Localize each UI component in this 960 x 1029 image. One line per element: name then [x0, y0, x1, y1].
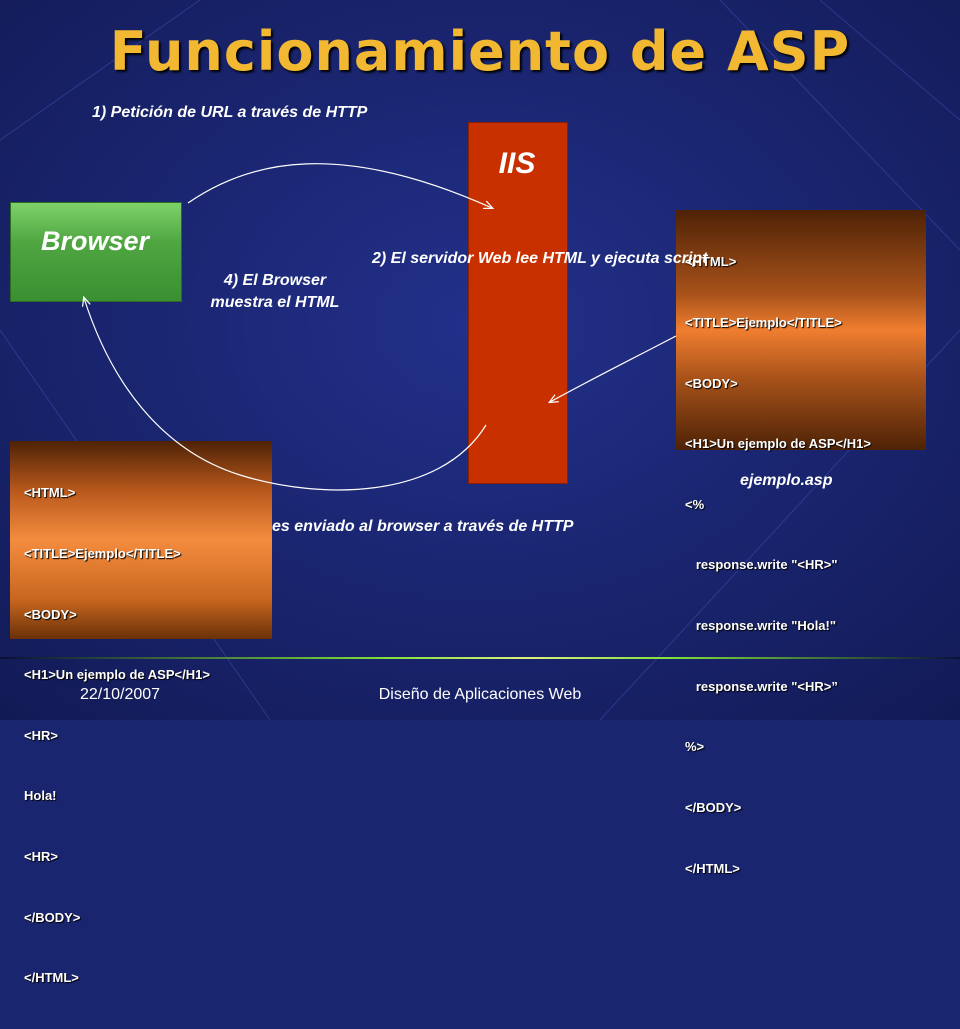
asp-source-box: <HTML> <TITLE>Ejemplo</TITLE> <BODY> <H1… — [676, 210, 926, 876]
asp-source-code: <HTML> <TITLE>Ejemplo</TITLE> <BODY> <H1… — [685, 212, 871, 919]
footer-divider — [0, 657, 960, 659]
code-line: </HTML> — [24, 970, 79, 986]
footer-course: Diseño de Aplicaciones Web — [378, 686, 582, 703]
code-line: <HR> — [24, 849, 58, 865]
code-line: <H1>Un ejemplo de ASP</H1> — [24, 667, 210, 683]
footer-date: 22/10/2007 — [80, 686, 161, 703]
code-line: <HR> — [24, 727, 58, 743]
browser-box — [10, 202, 182, 302]
step-4-line2: muestra el HTML — [210, 294, 340, 311]
code-line: <TITLE>Ejemplo</TITLE> — [24, 546, 181, 562]
code-line: </BODY> — [24, 909, 81, 925]
code-line: </BODY> — [685, 799, 742, 815]
code-line: response.write "Hola!" — [685, 618, 837, 634]
code-line: <BODY> — [24, 606, 77, 622]
code-line: %> — [685, 739, 705, 755]
step-1-label: 1) Petición de URL a través de HTTP — [92, 104, 368, 121]
step-4-line1: 4) El Browser — [223, 272, 327, 289]
request-arrow — [187, 163, 492, 208]
step-3-label: es enviado al browser a través de HTTP — [272, 518, 574, 535]
code-line: <BODY> — [685, 375, 738, 391]
code-line: <HTML> — [685, 254, 737, 270]
slide-title: Funcionamiento de ASP — [109, 20, 851, 83]
response-arrow — [84, 298, 487, 491]
code-line: <HTML> — [24, 485, 76, 501]
code-line: <H1>Un ejemplo de ASP</H1> — [685, 436, 871, 452]
step-4-label: 4) El Browser muestra el HTML — [185, 272, 365, 312]
code-line: response.write "<HR>” — [685, 678, 838, 694]
code-line: <TITLE>Ejemplo</TITLE> — [685, 315, 842, 331]
code-line: </HTML> — [685, 860, 740, 876]
execute-arrow — [550, 335, 677, 402]
iis-server-box — [468, 122, 568, 484]
flow-arrows — [0, 163, 677, 491]
step-2-label: 2) El servidor Web lee HTML y ejecuta sc… — [372, 250, 708, 267]
code-line: Hola! — [24, 788, 57, 804]
iis-label: IIS — [498, 147, 536, 180]
browser-label: Browser — [40, 226, 150, 256]
asp-filename: ejemplo.asp — [740, 472, 833, 489]
code-line: <% — [685, 496, 705, 512]
code-line: response.write "<HR>" — [685, 557, 838, 573]
